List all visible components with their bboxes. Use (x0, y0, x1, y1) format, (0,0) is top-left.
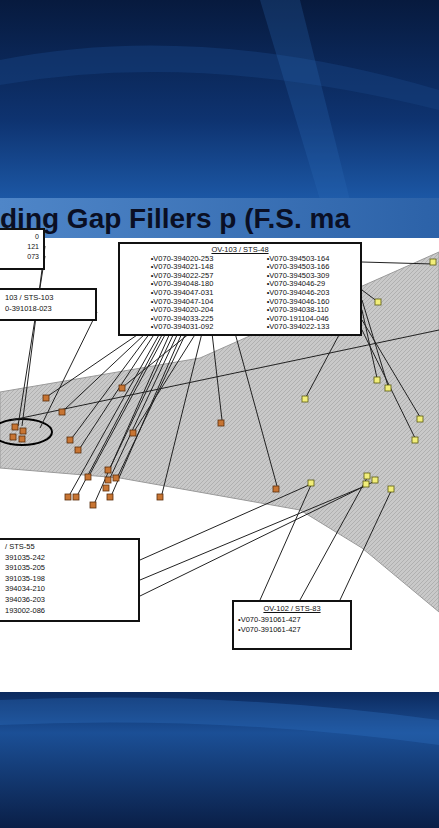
callout-box: OV-102 / STS-83•V070-391061-427•V070-391… (232, 600, 352, 650)
callout-box: OV-103 / STS-48•V070-394020-253•V070-394… (118, 242, 362, 336)
part-number: 394034-210 (5, 584, 134, 595)
part-number: •V070-394047-104 (151, 298, 214, 307)
box-heading: OV-103 / STS-48 (124, 246, 356, 255)
part-number: 391035-242 (5, 553, 134, 564)
part-number: •V070-394031-092 (151, 323, 214, 332)
part-number: 394036-203 (5, 595, 134, 606)
part-number: •V070-394022-257 (151, 272, 214, 281)
part-number: 0 (5, 232, 39, 242)
part-number: •V070-394020-204 (151, 306, 214, 315)
part-number: •V070-394046-160 (267, 298, 330, 307)
callout-box: 103 / STS-1030-391018-023 (0, 288, 97, 321)
part-number: •V070-394038-110 (267, 306, 330, 315)
part-number: •V070-394503-166 (267, 263, 330, 272)
part-number: •V070-394047-031 (151, 289, 214, 298)
part-number: 391035-205 (5, 563, 134, 574)
part-number: 073 (5, 252, 39, 262)
part-number: •V070-191104-046 (267, 315, 330, 324)
part-number: •V070-394503-309 (267, 272, 330, 281)
part-number: 391035-198 (5, 574, 134, 585)
part-number: •V070-394048-180 (151, 280, 214, 289)
part-number: •V070-394503-164 (267, 255, 330, 264)
box-heading: OV-102 / STS-83 (238, 604, 346, 615)
part-number: •V070-391061-427 (238, 625, 346, 636)
part-number: 193002-086 (5, 606, 134, 617)
part-number: 103 / STS-103 (5, 292, 91, 303)
part-number: •V070-394033-225 (151, 315, 214, 324)
part-number: •V070-391061-427 (238, 615, 346, 626)
callout-box: / STS-55391035-242391035-205391035-19839… (0, 538, 140, 622)
part-number: / STS-55 (5, 542, 134, 553)
part-number: •V070-394046-203 (267, 289, 330, 298)
part-number: 0-391018-023 (5, 303, 91, 314)
part-number: •V070-394022-133 (267, 323, 330, 332)
part-number: •V070-394021-148 (151, 263, 214, 272)
part-number: •V070-394046-29 (267, 280, 330, 289)
part-number: 121 (5, 242, 39, 252)
slide-title: ding Gap Fillers p (F.S. ma (0, 203, 350, 235)
callout-box: 0121073 (0, 228, 45, 270)
part-number: •V070-394020-253 (151, 255, 214, 264)
